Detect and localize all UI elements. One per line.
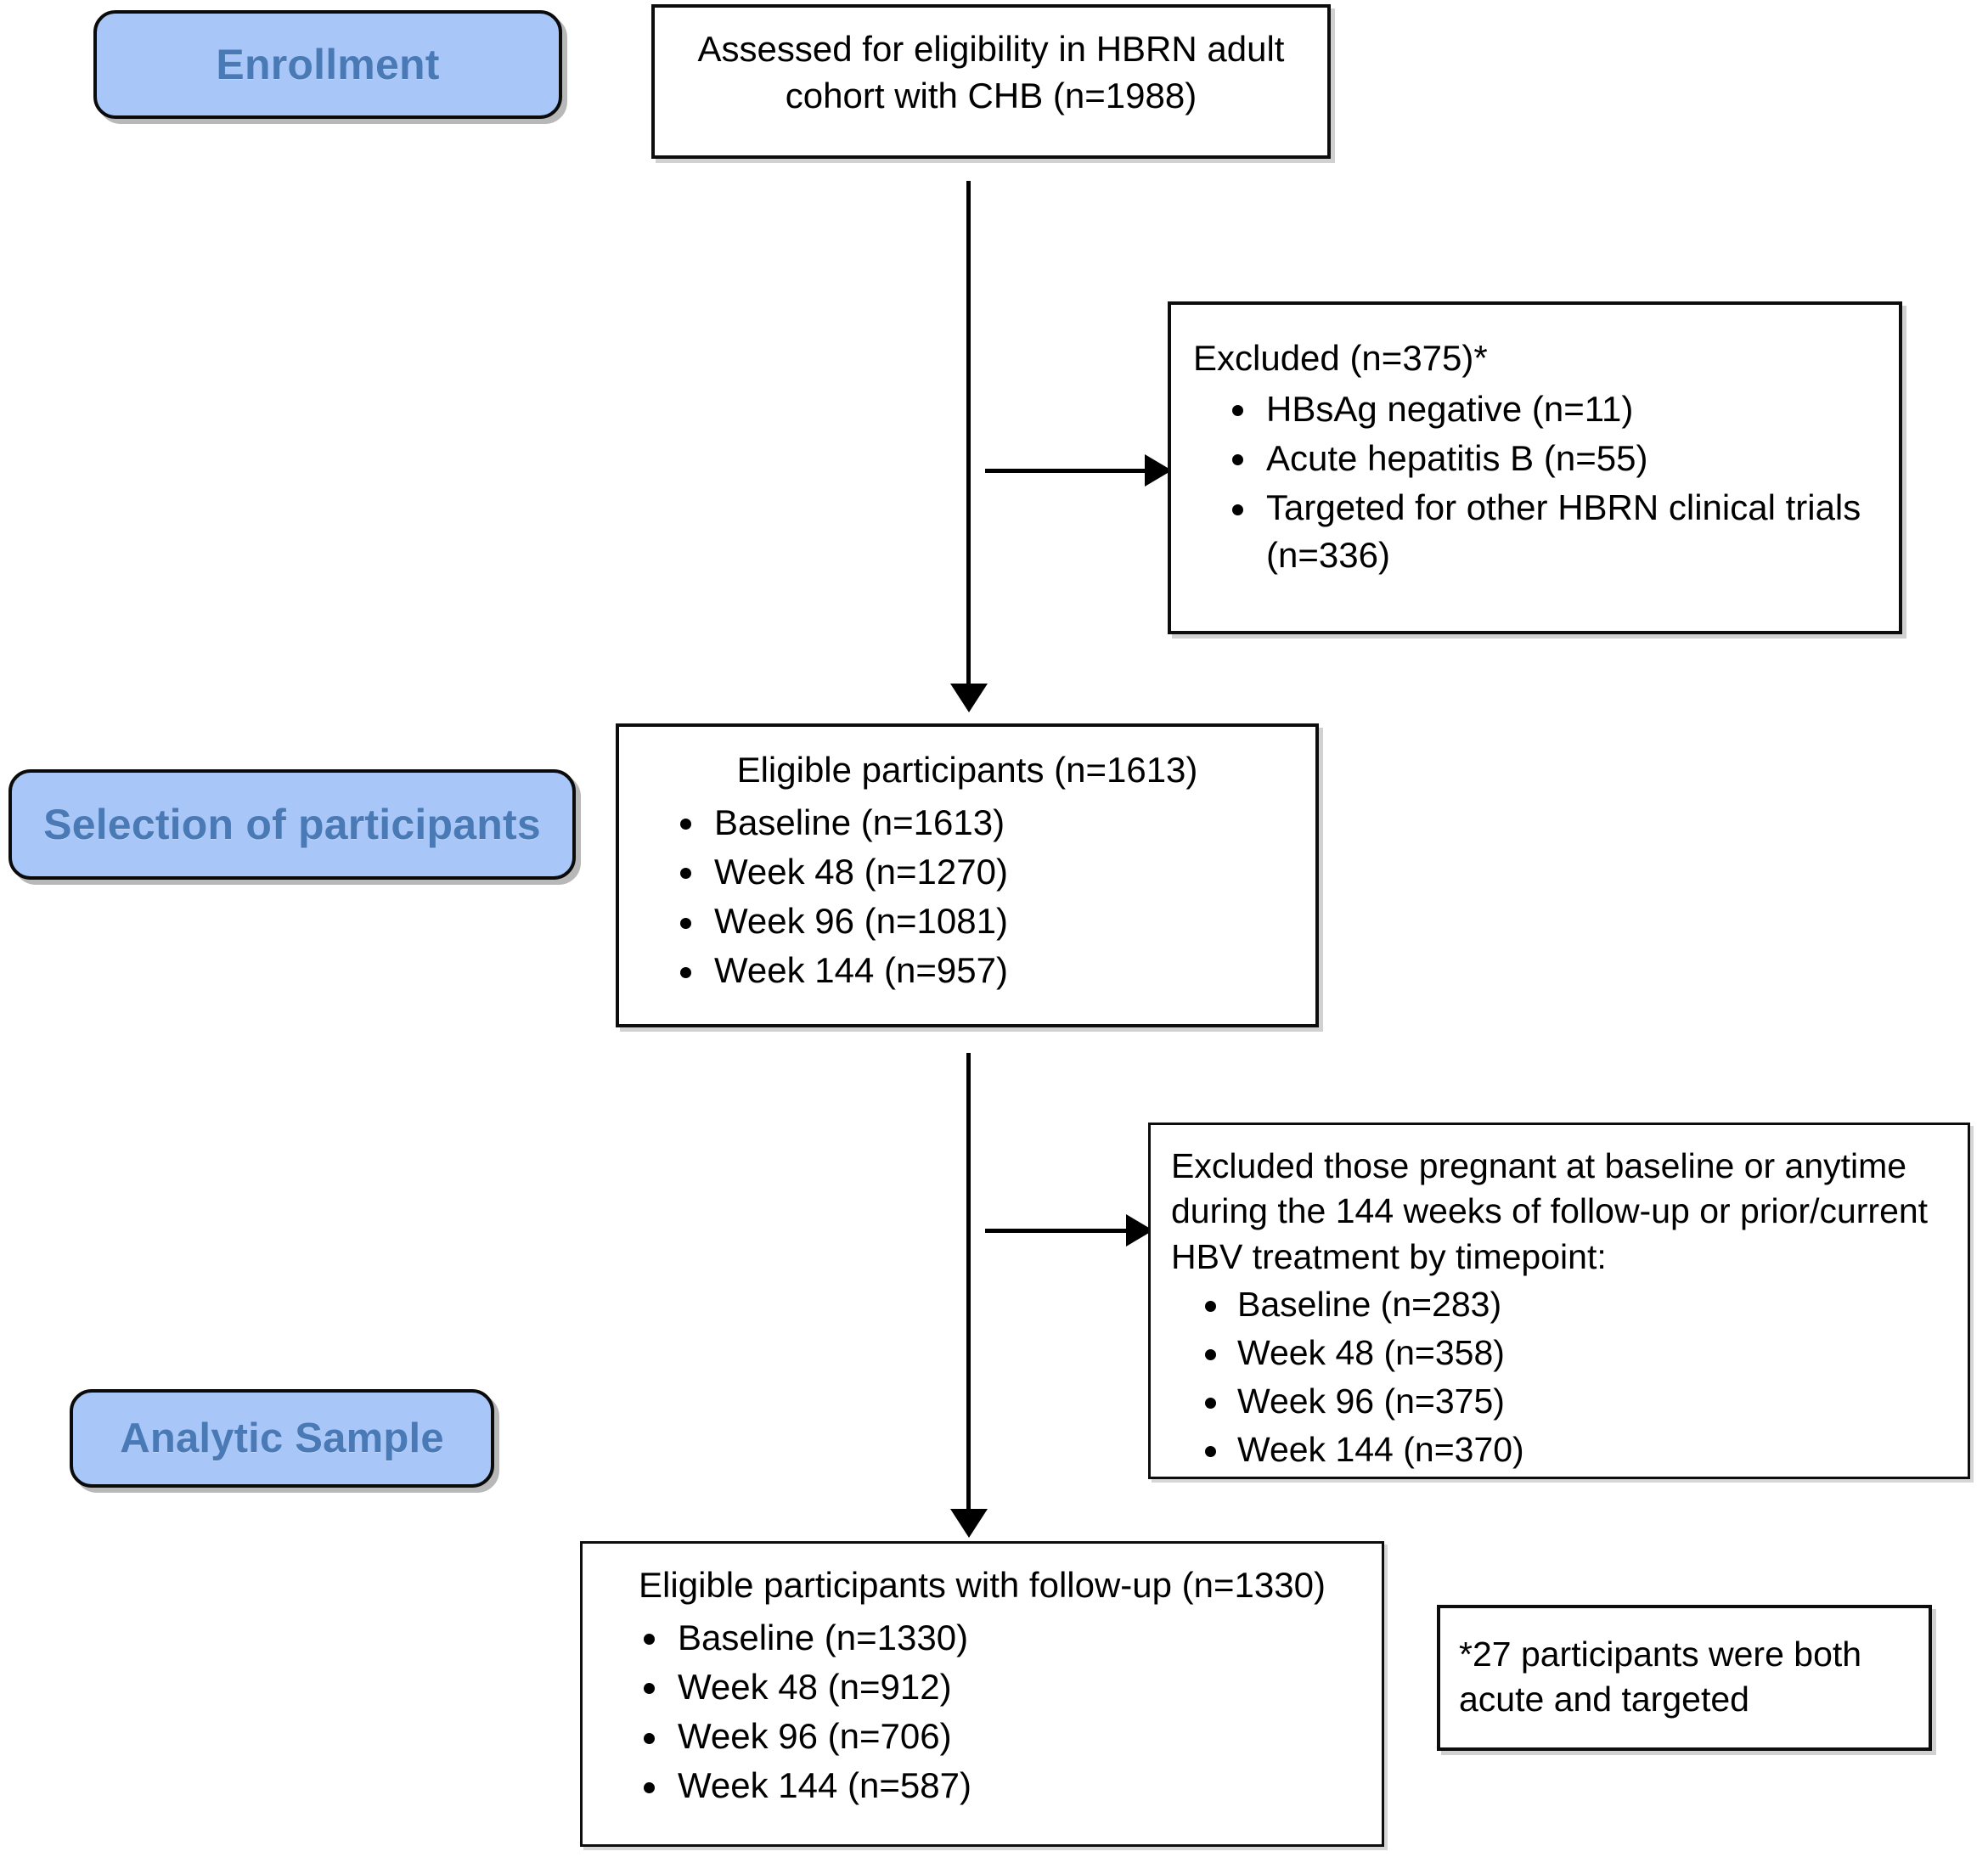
list-item: HBsAg negative (n=11)	[1193, 385, 1877, 433]
list-item: Baseline (n=1613)	[641, 799, 1293, 847]
node-footnote: *27 participants were both acute and tar…	[1437, 1605, 1932, 1751]
connector-arrowhead-down-analytic	[950, 1509, 988, 1538]
list-item: Week 48 (n=1270)	[641, 848, 1293, 896]
node-excluded-enrollment: Excluded (n=375)* HBsAg negative (n=11) …	[1168, 301, 1902, 634]
list-item: Week 144 (n=587)	[605, 1762, 1360, 1809]
node-eligible-title: Eligible participants (n=1613)	[736, 750, 1198, 790]
connector-line-excluded2-horizontal	[985, 1229, 1136, 1233]
node-assessed-for-eligibility: Assessed for eligibility in HBRN adult c…	[651, 4, 1331, 159]
node-excluded-enrollment-title: Excluded (n=375)*	[1193, 338, 1488, 378]
node-eligible-list: Baseline (n=1613) Week 48 (n=1270) Week …	[641, 799, 1293, 995]
connector-line-excluded1-horizontal	[985, 469, 1155, 473]
node-excluded-enrollment-list: HBsAg negative (n=11) Acute hepatitis B …	[1193, 385, 1877, 580]
node-eligible-participants: Eligible participants (n=1613) Baseline …	[616, 723, 1319, 1027]
node-assessed-title: Assessed for eligibility in HBRN adult c…	[697, 29, 1285, 115]
list-item: Week 144 (n=957)	[641, 947, 1293, 994]
list-item: Baseline (n=283)	[1171, 1281, 1947, 1328]
connector-arrowhead-down-enrollment	[950, 684, 988, 712]
stage-label-analytic: Analytic Sample	[70, 1389, 494, 1488]
list-item: Week 96 (n=1081)	[641, 898, 1293, 945]
node-excluded-pregnancy-title: Excluded those pregnant at baseline or a…	[1171, 1146, 1929, 1276]
node-eligible-followup-list: Baseline (n=1330) Week 48 (n=912) Week 9…	[605, 1614, 1360, 1810]
node-excluded-pregnancy-treatment: Excluded those pregnant at baseline or a…	[1148, 1123, 1970, 1479]
connector-line-analytic-vertical	[966, 1053, 971, 1511]
node-footnote-text: *27 participants were both acute and tar…	[1459, 1635, 1862, 1719]
connector-arrowhead-right-excluded1	[1145, 454, 1172, 487]
stage-label-selection: Selection of participants	[8, 769, 576, 880]
list-item: Week 48 (n=912)	[605, 1663, 1360, 1711]
list-item: Week 48 (n=358)	[1171, 1330, 1947, 1376]
stage-label-selection-text: Selection of participants	[43, 801, 541, 848]
list-item: Baseline (n=1330)	[605, 1614, 1360, 1662]
node-eligible-participants-followup: Eligible participants with follow-up (n=…	[580, 1541, 1384, 1847]
node-excluded-pregnancy-list: Baseline (n=283) Week 48 (n=358) Week 96…	[1171, 1281, 1947, 1473]
list-item: Week 96 (n=375)	[1171, 1378, 1947, 1425]
stage-label-enrollment: Enrollment	[93, 10, 562, 119]
list-item: Targeted for other HBRN clinical trials …	[1193, 484, 1877, 580]
connector-line-enrollment-vertical	[966, 181, 971, 686]
list-item: Week 96 (n=706)	[605, 1713, 1360, 1760]
stage-label-analytic-text: Analytic Sample	[120, 1415, 444, 1461]
list-item: Week 144 (n=370)	[1171, 1427, 1947, 1473]
stage-label-enrollment-text: Enrollment	[216, 41, 440, 88]
node-eligible-followup-title: Eligible participants with follow-up (n=…	[639, 1565, 1326, 1605]
list-item: Acute hepatitis B (n=55)	[1193, 435, 1877, 482]
